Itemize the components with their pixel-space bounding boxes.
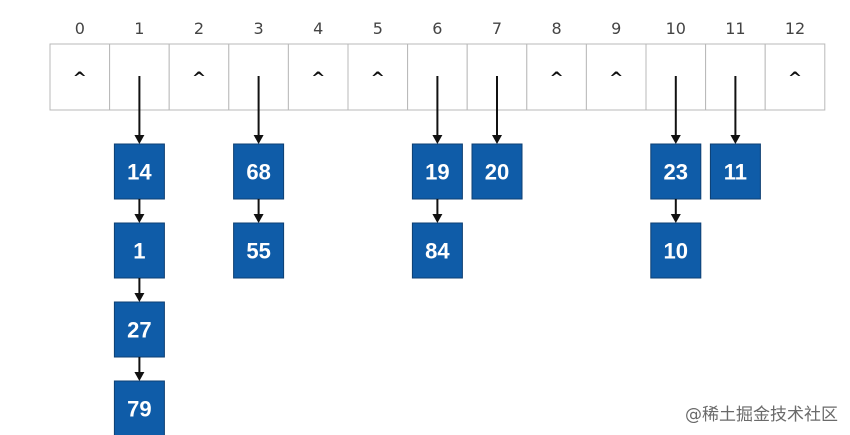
slot-cell-9 <box>585 43 647 111</box>
chain-node: 11 <box>709 143 761 200</box>
slot-index-9: 9 <box>611 19 621 38</box>
next-pointer-arrow <box>432 199 443 223</box>
chain-node-value: 14 <box>127 160 152 185</box>
slot-cell-4 <box>287 43 349 111</box>
slot-index-10: 10 <box>666 19 686 38</box>
chain-node-box <box>113 301 165 358</box>
slot-pointer-arrow-3 <box>253 76 264 144</box>
chain-node-box <box>471 143 523 200</box>
chain-node: 84 <box>411 222 463 279</box>
null-pointer-5: ^ <box>371 69 385 89</box>
slot-cell-5 <box>347 43 409 111</box>
chain-node-box <box>233 143 285 200</box>
chain-node-box <box>709 143 761 200</box>
next-pointer-arrow <box>134 278 145 302</box>
slot-index-3: 3 <box>254 19 264 38</box>
chain-node-box <box>411 143 463 200</box>
null-pointer-4: ^ <box>311 69 325 89</box>
chain-node-value: 20 <box>485 160 509 185</box>
chain-node-box <box>233 222 285 279</box>
slot-index-1: 1 <box>134 19 144 38</box>
chain-node-box <box>113 143 165 200</box>
chain-node-value: 10 <box>664 239 688 264</box>
slot-index-2: 2 <box>194 19 204 38</box>
slot-index-7: 7 <box>492 19 502 38</box>
null-pointer-0: ^ <box>73 69 87 89</box>
slot-pointer-arrow-10 <box>670 76 681 144</box>
null-pointer-8: ^ <box>549 69 563 89</box>
chain-node-value: 19 <box>425 160 449 185</box>
chain-node-value: 27 <box>127 318 151 343</box>
chain-node-box <box>650 143 702 200</box>
slot-index-12: 12 <box>785 19 805 38</box>
null-pointer-12: ^ <box>788 69 802 89</box>
chain-node-value: 68 <box>246 160 270 185</box>
slot-index-11: 11 <box>725 19 745 38</box>
slot-pointer-arrow-6 <box>432 76 443 144</box>
chain-node: 14 <box>113 143 165 200</box>
chain-node: 19 <box>411 143 463 200</box>
chain-node-value: 79 <box>127 397 151 422</box>
slot-pointer-arrow-1 <box>134 76 145 144</box>
slot-index-0: 0 <box>75 19 85 38</box>
slot-cell-12 <box>764 43 826 111</box>
next-pointer-arrow <box>670 199 681 223</box>
slot-cell-0 <box>49 43 111 111</box>
chain-node: 1 <box>113 222 165 279</box>
chain-node: 55 <box>233 222 285 279</box>
collision-chains: 14 1 27 79 68 55 19 84 20 23 10 11 <box>113 76 761 435</box>
slot-index-4: 4 <box>313 19 323 38</box>
chain-node-box <box>650 222 702 279</box>
chain-node: 10 <box>650 222 702 279</box>
next-pointer-arrow <box>253 199 264 223</box>
chain-node-value: 84 <box>425 239 450 264</box>
chain-node: 27 <box>113 301 165 358</box>
slot-index-5: 5 <box>373 19 383 38</box>
chain-node-box <box>113 380 165 435</box>
slot-pointer-arrow-11 <box>730 76 741 144</box>
chain-node: 68 <box>233 143 285 200</box>
slot-index-6: 6 <box>432 19 442 38</box>
chain-node: 23 <box>650 143 702 200</box>
null-pointer-9: ^ <box>609 69 623 89</box>
slot-pointer-arrow-7 <box>492 76 502 144</box>
watermark: @稀土掘金技术社区 <box>685 405 838 425</box>
next-pointer-arrow <box>134 199 145 223</box>
chain-node-value: 23 <box>664 160 688 185</box>
chain-node-value: 55 <box>246 239 270 264</box>
chain-node-box <box>411 222 463 279</box>
chain-node: 20 <box>471 143 523 200</box>
null-pointer-2: ^ <box>192 69 206 89</box>
next-pointer-arrow <box>134 357 145 381</box>
chain-node-value: 11 <box>724 160 747 185</box>
chain-node: 79 <box>113 380 165 435</box>
chain-node-box <box>113 222 165 279</box>
chain-node-value: 1 <box>133 239 145 264</box>
slot-index-8: 8 <box>552 19 562 38</box>
